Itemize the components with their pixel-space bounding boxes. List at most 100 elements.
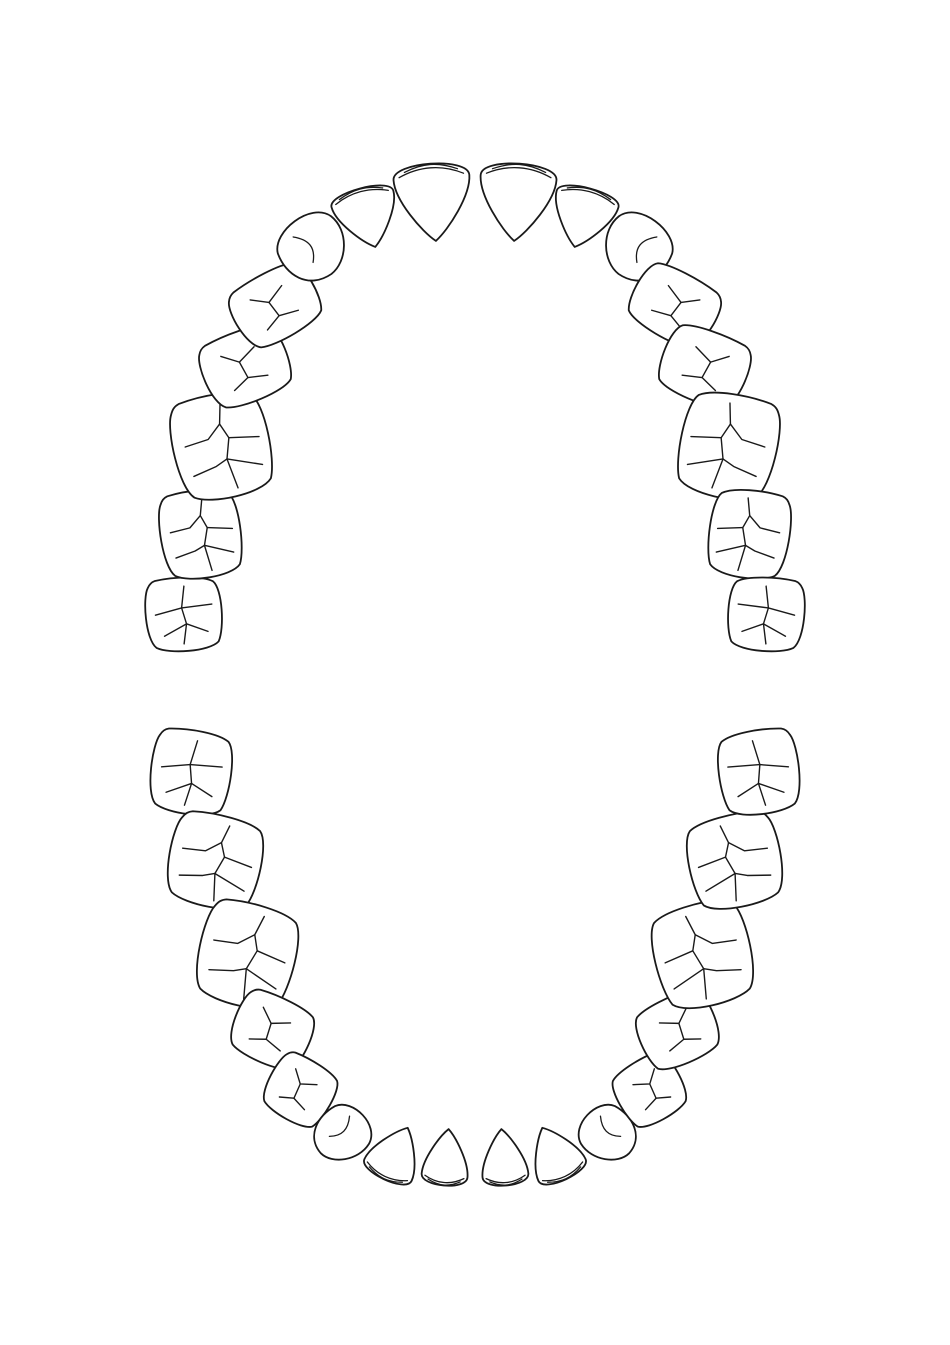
occlusal-groove — [664, 950, 694, 964]
tooth-outline — [262, 1051, 339, 1128]
occlusal-groove — [734, 872, 772, 877]
occlusal-groove — [163, 623, 209, 637]
occlusal-groove — [223, 856, 253, 869]
lower-tooth-left-canine — [577, 1103, 637, 1161]
occlusal-groove — [178, 872, 216, 877]
lower-tooth-left-incisor-central — [481, 1128, 530, 1187]
occlusal-groove — [762, 585, 770, 645]
occlusal-groove — [180, 585, 188, 645]
occlusal-groove — [208, 968, 248, 972]
upper-arch — [144, 162, 806, 653]
upper-tooth-left-molar2 — [707, 488, 792, 580]
occlusal-groove — [181, 841, 223, 852]
upper-tooth-right-molar2 — [158, 488, 243, 580]
lower-tooth-right-canine — [313, 1103, 373, 1161]
upper-tooth-left-premolar2 — [658, 324, 752, 409]
occlusal-groove — [203, 544, 235, 553]
lower-tooth-left-molar2 — [686, 810, 784, 910]
tooth-outline — [677, 391, 781, 501]
incisal-edge — [485, 1174, 526, 1184]
occlusal-groove — [716, 526, 744, 530]
occlusal-groove — [729, 423, 766, 448]
occlusal-groove — [744, 544, 775, 559]
occlusal-groove — [278, 309, 300, 317]
upper-tooth-right-molar3 — [144, 576, 223, 653]
lower-tooth-left-molar3 — [717, 727, 801, 816]
incisal-edge — [398, 166, 465, 179]
incisal-edge — [599, 1115, 622, 1138]
occlusal-groove — [256, 950, 286, 964]
tooth-outline — [230, 988, 316, 1071]
occlusal-groove — [694, 934, 737, 945]
lower-tooth-right-incisor-central — [420, 1128, 469, 1187]
lower-arch — [149, 727, 801, 1187]
incisal-edge — [328, 1115, 351, 1138]
tooth-outline — [686, 810, 784, 910]
incisal-edge — [491, 163, 547, 174]
incisal-edge — [424, 1174, 465, 1184]
occlusal-groove — [193, 458, 228, 478]
upper-tooth-right-molar1 — [169, 391, 273, 501]
tooth-outline — [166, 810, 264, 910]
occlusal-groove — [226, 458, 264, 466]
upper-tooth-left-molar1 — [677, 391, 781, 501]
tooth-outline — [658, 324, 752, 409]
occlusal-groove — [228, 435, 260, 439]
occlusal-groove — [715, 544, 747, 553]
tooth-outline — [707, 488, 792, 580]
occlusal-groove — [184, 423, 221, 448]
occlusal-groove — [749, 514, 781, 534]
tooth-outline — [392, 162, 471, 242]
upper-tooth-left-incisor-lateral — [554, 184, 620, 248]
occlusal-groove — [751, 740, 767, 806]
occlusal-groove — [727, 841, 769, 852]
occlusal-groove — [697, 856, 727, 869]
tooth-outline — [554, 184, 620, 248]
occlusal-groove — [165, 782, 213, 798]
lower-tooth-right-premolar1 — [262, 1051, 339, 1128]
lower-tooth-left-molar1 — [650, 898, 754, 1010]
incisal-edge — [489, 1178, 523, 1186]
occlusal-groove — [686, 458, 724, 466]
incisal-edge — [546, 1166, 582, 1183]
lower-tooth-right-premolar2 — [230, 988, 316, 1071]
occlusal-groove — [293, 1097, 306, 1111]
incisal-edge — [335, 188, 389, 206]
occlusal-groove — [702, 968, 742, 972]
occlusal-groove — [265, 1038, 281, 1052]
lower-tooth-right-molar2 — [166, 810, 264, 910]
occlusal-groove — [175, 544, 206, 559]
occlusal-groove — [206, 526, 234, 530]
occlusal-groove — [737, 782, 785, 798]
occlusal-groove — [690, 435, 722, 439]
occlusal-groove — [681, 374, 703, 379]
occlusal-groove — [644, 1097, 657, 1111]
lower-tooth-right-incisor-lateral — [363, 1126, 416, 1186]
upper-tooth-left-molar3 — [727, 576, 806, 653]
incisal-edge — [485, 166, 552, 179]
occlusal-groove — [705, 872, 736, 892]
occlusal-groove — [741, 623, 787, 637]
incisal-edge — [338, 186, 384, 201]
tooth-outline — [650, 898, 754, 1010]
incisal-edge — [566, 186, 612, 201]
incisal-edge — [292, 236, 315, 264]
occlusal-groove — [213, 934, 256, 945]
incisal-edge — [368, 1166, 404, 1183]
incisal-edge — [561, 188, 615, 206]
occlusal-groove — [737, 603, 796, 616]
occlusal-groove — [214, 872, 245, 892]
occlusal-groove — [245, 968, 277, 990]
occlusal-groove — [669, 1038, 685, 1052]
incisal-edge — [635, 236, 658, 264]
occlusal-groove — [727, 763, 790, 768]
incisal-edge — [427, 1178, 461, 1186]
occlusal-groove — [650, 309, 672, 317]
occlusal-groove — [673, 968, 705, 990]
occlusal-groove — [169, 514, 201, 534]
incisal-edge — [541, 1161, 584, 1182]
occlusal-groove — [722, 458, 757, 478]
upper-tooth-right-incisor-central — [392, 162, 471, 242]
tooth-outline — [479, 162, 558, 242]
